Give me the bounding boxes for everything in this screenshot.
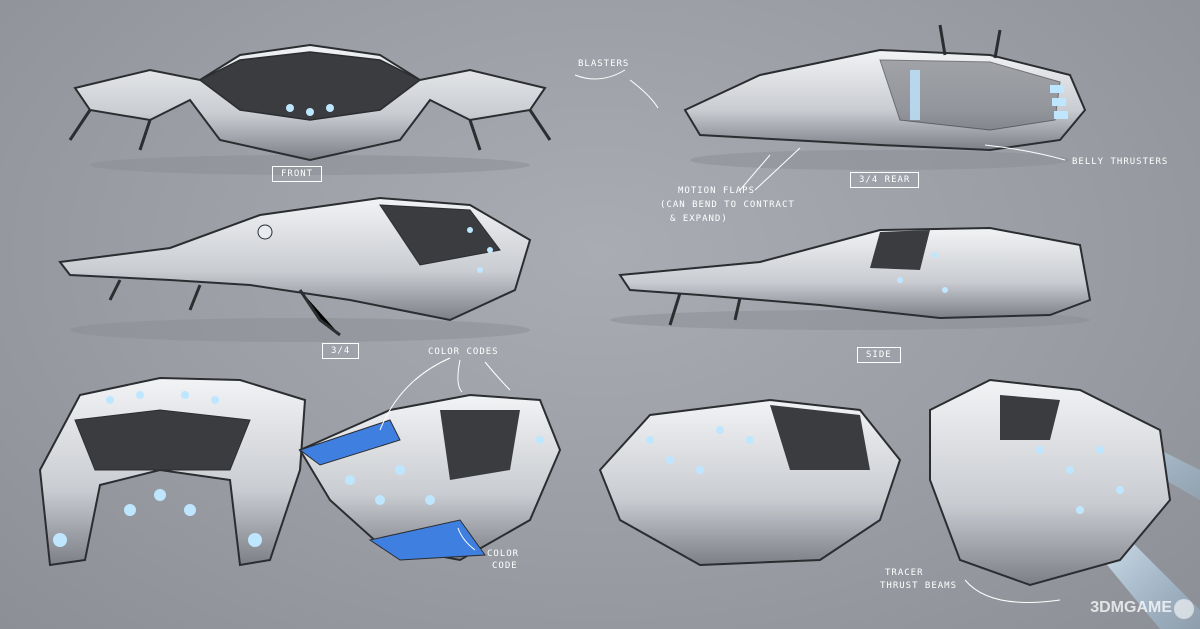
- label-front: FRONT: [272, 166, 323, 182]
- ship-color-codes-view: [298, 393, 562, 562]
- ship-top-34-view: [598, 398, 902, 567]
- watermark-logo-icon: [1174, 599, 1194, 619]
- label-rear-34: 3/4 REAR: [850, 172, 920, 188]
- ship-rear-34-view: [683, 24, 1087, 170]
- ship-34-view: [58, 196, 532, 342]
- annotation-tracer-2: THRUST BEAMS: [880, 581, 958, 591]
- annotation-color-codes: COLOR CODES: [428, 347, 499, 357]
- annotation-motion-flaps-2: (CAN BEND TO CONTRACT: [660, 200, 795, 210]
- annotation-lines: [379, 69, 1066, 603]
- watermark-text: 3DMGAME: [1090, 599, 1172, 616]
- annotation-tracer-1: TRACER: [885, 568, 924, 578]
- ship-side-view: [610, 226, 1092, 330]
- annotation-belly-thrusters: BELLY THRUSTERS: [1072, 157, 1169, 167]
- annotation-color-code-1: COLOR: [487, 549, 520, 559]
- ship-tracer-view: [929, 378, 1200, 629]
- annotation-color-code-2: CODE: [492, 561, 518, 571]
- annotation-blasters: BLASTERS: [578, 59, 630, 69]
- annotation-motion-flaps-1: MOTION FLAPS: [678, 186, 756, 196]
- ship-top-rear-view: [38, 376, 307, 567]
- label-34: 3/4: [322, 343, 360, 359]
- label-side: SIDE: [857, 347, 901, 363]
- ship-front-view: [68, 43, 552, 175]
- annotation-motion-flaps-3: & EXPAND): [670, 214, 728, 224]
